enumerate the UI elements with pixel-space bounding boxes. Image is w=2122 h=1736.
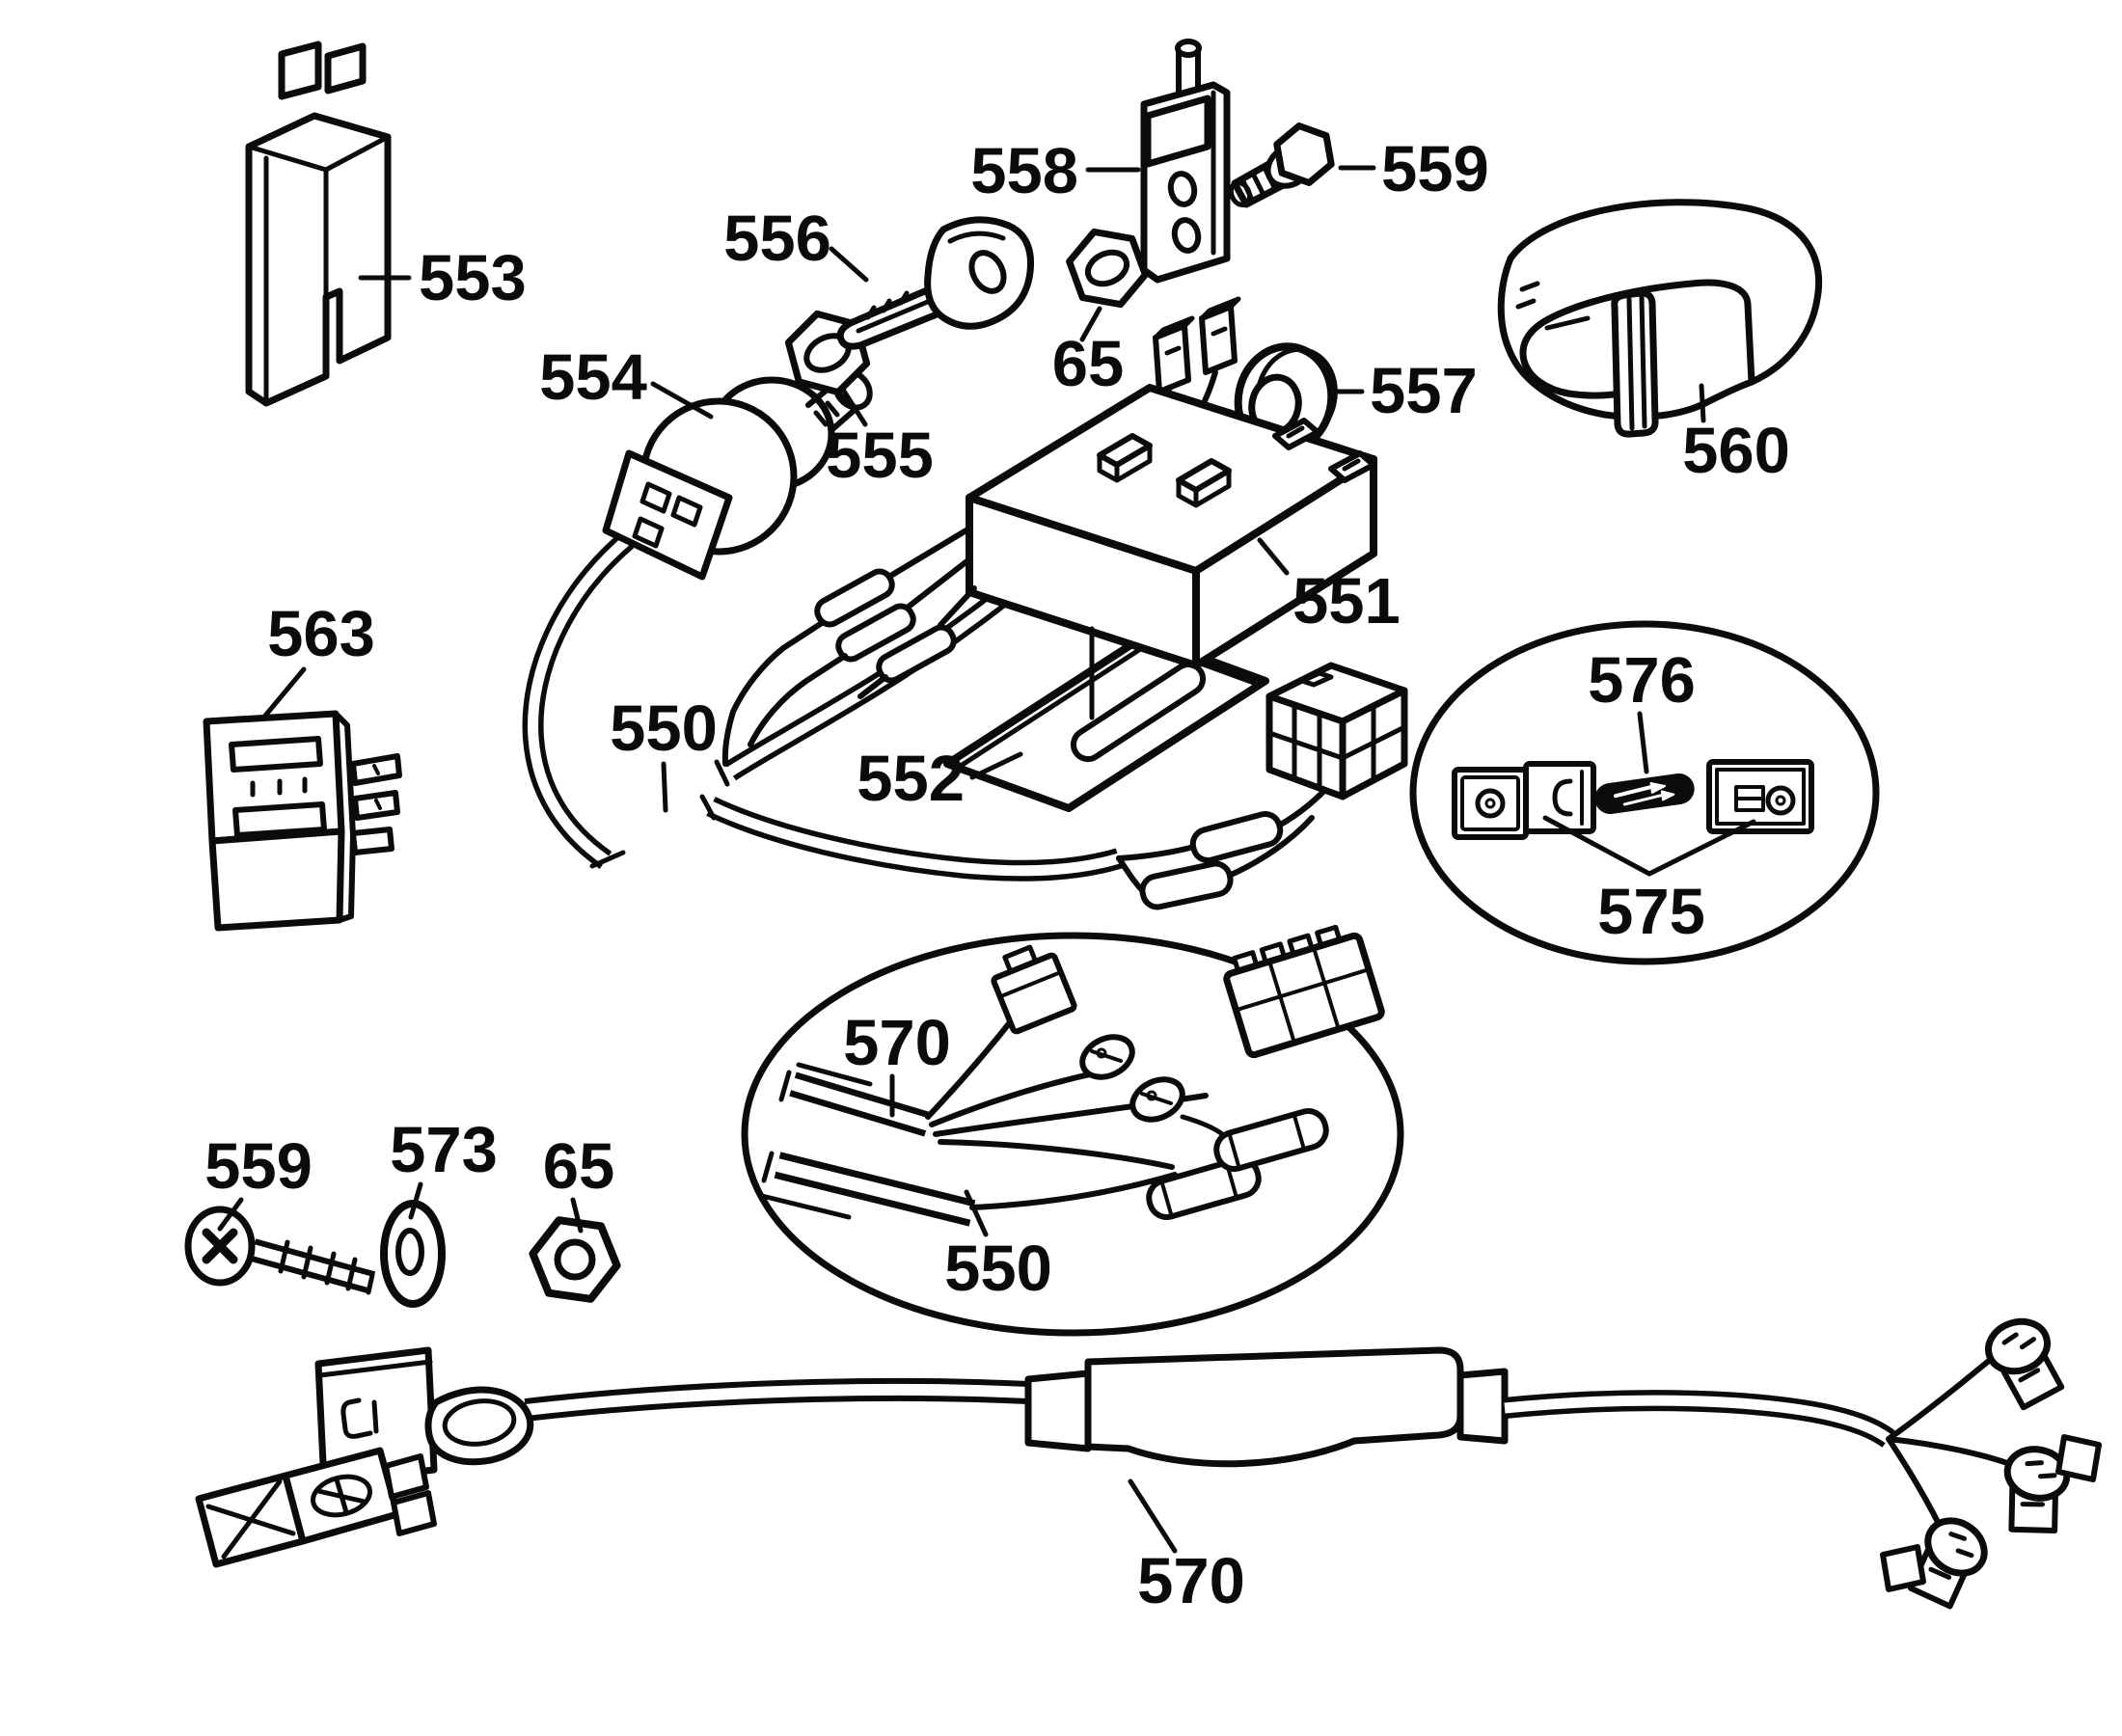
callout-550-inset-label: 550	[944, 1233, 1052, 1305]
part-switch-558	[1140, 39, 1231, 284]
callout-554: 554	[539, 341, 714, 420]
callout-558-label: 558	[970, 135, 1078, 207]
callout-559-top-label: 559	[1381, 133, 1489, 205]
inset-ellipse-fuse-connectors	[1409, 620, 1880, 965]
callout-570-inset-label: 570	[843, 1007, 951, 1079]
callout-575: 575	[1542, 815, 1756, 948]
callout-560: 560	[1682, 383, 1790, 487]
callout-552: 552	[857, 743, 1023, 815]
callout-551: 551	[1257, 537, 1401, 637]
part-nut-65-top	[1066, 228, 1149, 309]
callout-576: 576	[1588, 644, 1696, 774]
part-key-556	[836, 216, 1035, 350]
callout-573-label: 573	[390, 1114, 498, 1186]
part-spade-terminals	[1153, 296, 1241, 420]
callout-556: 556	[723, 203, 869, 283]
callouts: 553 554 555 556 65 557 558 559	[204, 133, 1790, 1617]
part-strap-560	[1497, 199, 1823, 438]
callout-550-upper-label: 550	[610, 692, 718, 765]
callout-570-bottom: 570	[1128, 1478, 1245, 1617]
callout-554-label: 554	[539, 341, 647, 414]
part-module-551	[966, 384, 1377, 720]
callout-573: 573	[390, 1114, 498, 1220]
part-plate-552	[943, 633, 1269, 812]
callout-557-label: 557	[1370, 355, 1478, 427]
part-harness-connector-block	[1116, 662, 1408, 910]
callout-553: 553	[358, 242, 527, 314]
callout-557: 557	[1332, 355, 1478, 427]
callout-551-label: 551	[1292, 565, 1401, 637]
callout-559-bottom-label: 559	[204, 1130, 313, 1203]
part-fuse-576	[1594, 773, 1695, 815]
callout-553-label: 553	[419, 242, 527, 314]
callout-576-label: 576	[1588, 644, 1696, 717]
part-relay-563	[203, 710, 402, 932]
callout-552-label: 552	[857, 743, 965, 815]
callout-65-bottom-label: 65	[543, 1130, 615, 1203]
callout-555-label: 555	[826, 420, 934, 492]
callout-556-label: 556	[723, 203, 831, 275]
callout-555: 555	[826, 387, 934, 492]
callout-550-inset: 550	[944, 1189, 1052, 1305]
part-module-wires	[721, 526, 977, 767]
callout-65-bottom: 65	[543, 1130, 615, 1234]
callout-575-label: 575	[1597, 876, 1705, 948]
callout-559-bottom: 559	[204, 1130, 313, 1232]
part-screw-559-bottom	[184, 1206, 376, 1295]
callout-559-top: 559	[1338, 133, 1489, 205]
part-nut-65-bottom	[529, 1216, 621, 1303]
callout-563-label: 563	[267, 598, 375, 670]
callout-65-top: 65	[1052, 306, 1125, 400]
part-bolt-559-top	[1228, 122, 1335, 208]
inset-ellipse-harness-junction	[741, 924, 1404, 1337]
callout-570-inset: 570	[843, 1007, 951, 1118]
part-harness-570	[195, 1317, 2102, 1610]
callout-560-label: 560	[1682, 415, 1790, 487]
callout-550-upper: 550	[610, 692, 718, 813]
callout-65-top-label: 65	[1052, 328, 1125, 400]
callout-558: 558	[970, 135, 1141, 207]
part-bracket-553	[245, 41, 392, 407]
callout-563: 563	[262, 598, 375, 719]
callout-570-bottom-label: 570	[1137, 1545, 1245, 1617]
part-washer-573	[380, 1200, 446, 1308]
